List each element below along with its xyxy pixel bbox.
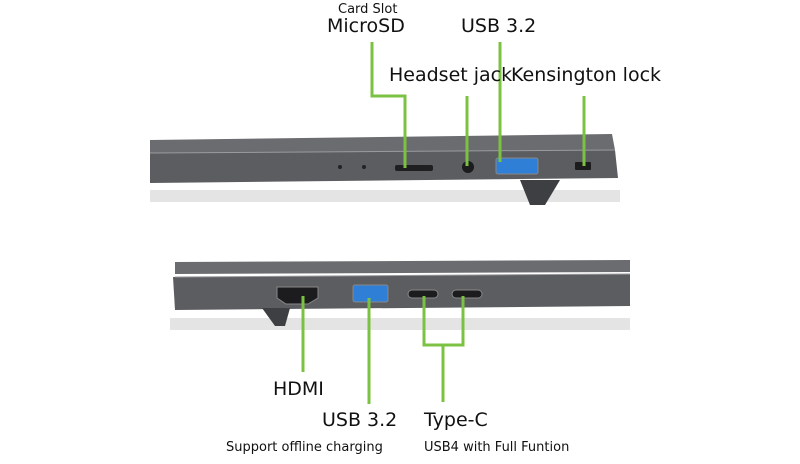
hdmi-port xyxy=(276,286,319,305)
hdmi-label: HDMI xyxy=(273,378,324,400)
usb-port-top xyxy=(495,157,539,175)
microsd-slot xyxy=(395,165,433,171)
usb-top-label: USB 3.2 xyxy=(461,15,537,37)
usb-bottom-label: USB 3.2 xyxy=(322,409,398,431)
headset-jack xyxy=(462,161,474,173)
typec-subtitle: USB4 with Full Funtion xyxy=(424,440,570,455)
callout-lines xyxy=(301,42,586,404)
kensington-label: Kensington lock xyxy=(511,64,662,86)
usb-bottom-subtitle: Support offline charging xyxy=(226,440,383,455)
typec-label: Type-C xyxy=(424,409,488,431)
headset-label: Headset jack xyxy=(389,64,513,86)
laptop-side-view-left xyxy=(170,260,631,330)
microsd-subtitle: Card Slot xyxy=(338,2,398,17)
microsd-label: MicroSD xyxy=(327,15,405,37)
typec-port-2 xyxy=(451,289,483,299)
laptop-side-view-right xyxy=(149,134,620,205)
